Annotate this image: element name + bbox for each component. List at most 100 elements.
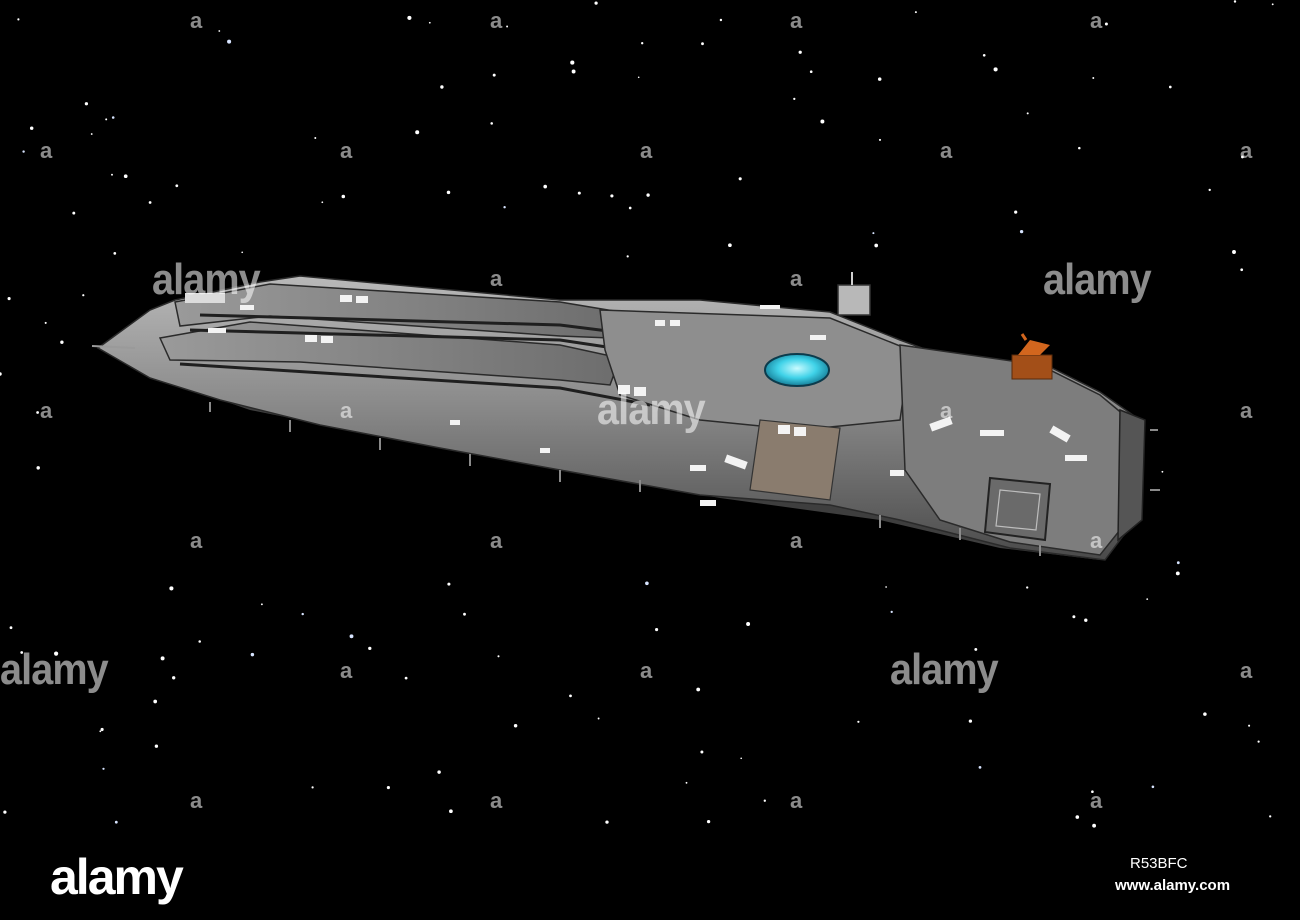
star [570,60,575,65]
star [645,581,649,586]
star [301,612,304,616]
image-id-label: R53BFC [1130,855,1188,872]
star [54,651,59,656]
star [160,656,165,661]
star [1146,598,1149,600]
star [1161,470,1164,473]
star [885,586,887,588]
star [349,634,354,639]
star [569,694,572,698]
star [1257,740,1260,743]
star [7,297,11,301]
star [1232,250,1236,254]
star [1072,615,1076,619]
star [415,130,420,135]
star [250,652,255,657]
hull-spikes [209,402,1160,556]
star [153,699,158,704]
star [646,193,650,197]
star [914,11,917,14]
star [169,586,174,591]
star [3,810,7,814]
star [440,85,444,89]
landing-pad [749,419,841,501]
star [428,21,431,24]
star [1168,85,1172,89]
star [728,243,732,248]
star [175,184,179,188]
star [20,651,24,654]
star [449,809,453,814]
star [111,173,113,176]
star [341,194,346,199]
rear-superstructure [899,344,1131,556]
star [0,372,2,376]
star [99,730,102,733]
star [407,15,412,20]
star [1248,724,1251,727]
star [982,53,986,57]
star [719,18,723,22]
star [154,744,159,748]
star [72,211,76,215]
star [700,750,704,754]
star [111,116,115,119]
footer-logo: alamy [50,849,184,905]
sensor-tower [837,284,871,316]
spaceship [91,272,1160,561]
star [597,717,600,720]
star [227,39,232,44]
star [543,184,548,189]
star [701,42,704,46]
star [696,687,701,692]
star [1233,0,1237,3]
star [321,201,324,204]
footer-bar [0,836,1300,920]
hangar-square [983,476,1052,542]
star [641,42,644,45]
star [993,67,998,72]
star [100,727,104,732]
star [874,243,879,248]
star [90,133,93,135]
star [36,411,39,414]
star [1092,823,1096,828]
star [628,206,632,210]
star [463,612,466,616]
star [29,126,34,130]
star [1104,22,1108,26]
star [798,50,802,54]
star [890,610,893,614]
star [1014,210,1018,214]
star [820,119,825,124]
starfield [0,0,1274,828]
star [490,122,493,125]
star [102,767,105,770]
star [577,191,581,195]
star [1091,790,1094,794]
star [492,73,496,77]
star [706,819,711,824]
star [877,77,882,81]
star [386,786,390,790]
blue-dome [764,353,830,387]
star [82,294,85,297]
star [793,97,796,101]
star [1019,229,1024,234]
star [594,1,598,5]
star [105,118,108,121]
star [809,70,813,74]
star [172,676,176,680]
star [1240,268,1244,272]
hull-lights [185,293,1087,506]
star [978,766,982,769]
star [22,150,25,153]
star [506,25,509,28]
star [1092,77,1095,79]
star [1175,571,1180,576]
star [497,655,500,658]
star [605,820,609,824]
star [44,321,47,324]
star [148,201,152,204]
